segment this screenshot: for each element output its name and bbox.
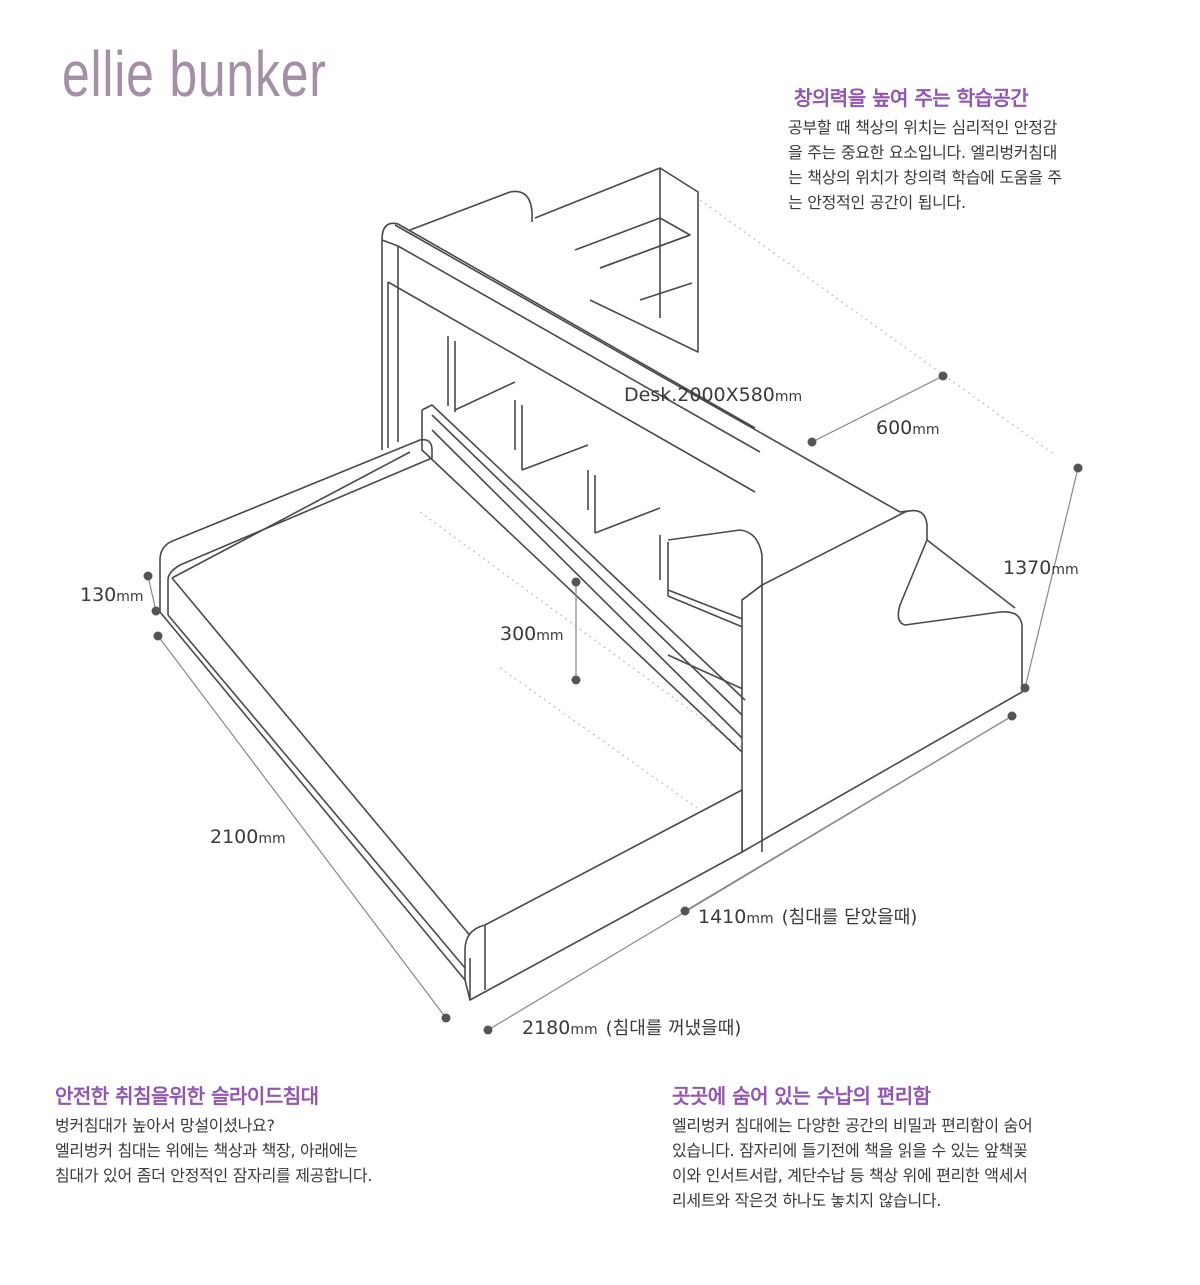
storage-line: 있습니다. 잠자리에 들기전에 책을 읽을 수 있는 앞책꽂 [672, 1141, 1028, 1160]
storage-line: 리세트와 작은것 하나도 놓치지 않습니다. [672, 1191, 942, 1210]
dimension-600-label: 600mm [876, 417, 940, 439]
storage-title: 곳곳에 숨어 있는 수납의 편리함 [672, 1084, 931, 1108]
dimension-dot [1020, 683, 1030, 693]
slide-bed-title: 안전한 취침을위한 슬라이드침대 [55, 1084, 319, 1108]
storage-text: 엘리벙커 침대에는 다양한 공간의 비밀과 편리함이 숨어 있습니다. 잠자리에… [672, 1113, 1152, 1213]
brand-logo: ellie bunker [62, 38, 327, 110]
dimension-dot [441, 1013, 451, 1023]
dimension-dot [571, 675, 581, 685]
dimension-dot [938, 371, 948, 381]
dimension-dot [1073, 463, 1083, 473]
slide-bed-section: 안전한 취침을위한 슬라이드침대 벙커침대가 높아서 망설이셨나요? 엘리벙커 … [55, 1082, 495, 1188]
storage-section: 곳곳에 숨어 있는 수납의 편리함 엘리벙커 침대에는 다양한 공간의 비밀과 … [672, 1082, 1152, 1213]
dimension-dot [151, 606, 161, 616]
study-line: 공부할 때 책상의 위치는 심리적인 안정감 [788, 118, 1058, 137]
dimension-300-label: 300mm [500, 623, 564, 645]
dimension-dot [483, 1025, 493, 1035]
slide-bed-line: 벙커침대가 높아서 망설이셨나요? [55, 1116, 275, 1135]
study-line: 을 주는 중요한 요소입니다. 엘리벙커침대 [788, 143, 1058, 162]
storage-line: 엘리벙커 침대에는 다양한 공간의 비밀과 편리함이 숨어 [672, 1116, 1033, 1135]
slide-bed-text: 벙커침대가 높아서 망설이셨나요? 엘리벙커 침대는 위에는 책상과 책장, 아… [55, 1113, 495, 1188]
slide-bed-line: 침대가 있어 좀더 안정적인 잠자리를 제공합니다. [55, 1166, 373, 1185]
study-line: 는 책상의 위치가 창의력 학습에 도움을 주 [788, 168, 1062, 187]
study-space-section: 창의력을 높여 주는 학습공간 공부할 때 책상의 위치는 심리적인 안정감 을… [788, 84, 1158, 215]
dimension-1370-label: 1370mm [1003, 557, 1079, 579]
dimension-dot [1007, 711, 1017, 721]
dotted-guides [419, 199, 1056, 811]
dimension-2180-label: 2180mm(침대를 꺼냈을때) [522, 1017, 741, 1039]
desk-dimension-label: Desk.2000X580mm [624, 384, 802, 406]
dimension-dot [807, 437, 817, 447]
study-line: 는 안정적인 공간이 됩니다. [788, 193, 966, 212]
dimension-1410-label: 1410mm(침대를 닫았을때) [698, 906, 917, 928]
dimension-dot [571, 577, 581, 587]
study-space-text: 공부할 때 책상의 위치는 심리적인 안정감 을 주는 중요한 요소입니다. 엘… [788, 115, 1158, 215]
dimension-dot [153, 631, 163, 641]
dimension-dot [680, 906, 690, 916]
study-space-title: 창의력을 높여 주는 학습공간 [794, 86, 1029, 110]
dimension-points [143, 371, 1083, 1035]
bunker-structure [159, 167, 1023, 1001]
slide-bed-line: 엘리벙커 침대는 위에는 책상과 책장, 아래에는 [55, 1141, 358, 1160]
storage-line: 이와 인서트서랍, 계단수납 등 책상 위에 편리한 액세서 [672, 1166, 1028, 1185]
dimension-130-label: 130mm [80, 584, 144, 606]
dimension-dot [143, 571, 153, 581]
dimension-2100-label: 2100mm [210, 826, 286, 848]
dimension-lines [147, 375, 1079, 1031]
